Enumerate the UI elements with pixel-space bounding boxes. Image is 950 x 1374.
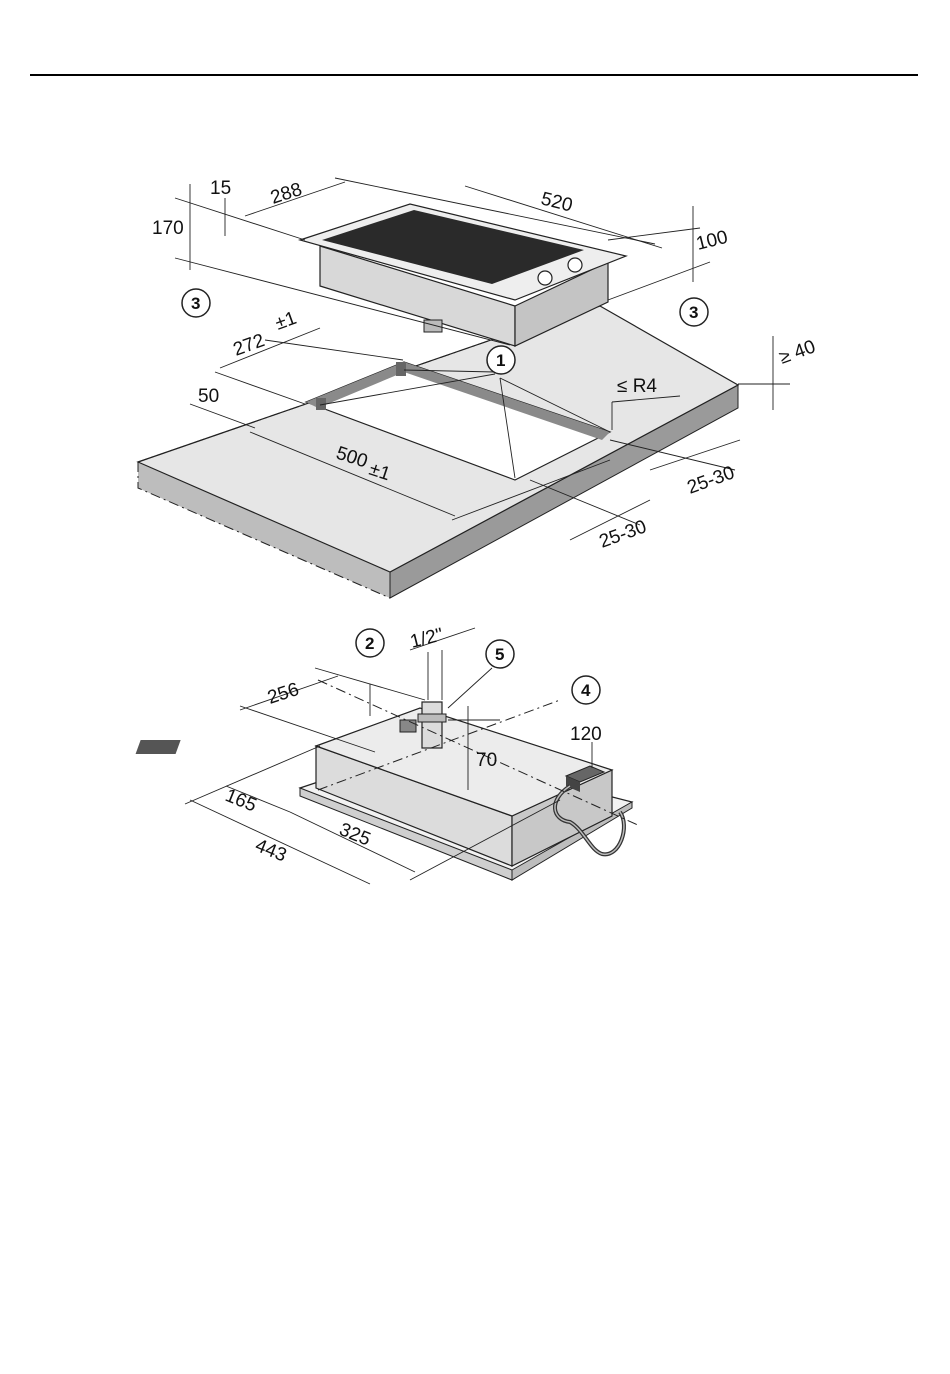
dim-443: 443	[252, 835, 289, 866]
appliance-underside-diagram	[136, 628, 640, 884]
dim-256: 256	[265, 679, 302, 709]
dim-272-tolerance: ±1	[273, 308, 300, 335]
svg-text:5: 5	[495, 645, 504, 664]
dim-half-inch: 1/2"	[408, 624, 445, 652]
dim-170: 170	[152, 218, 184, 239]
svg-text:3: 3	[191, 294, 200, 313]
dim-288: 288	[268, 179, 305, 209]
hob-knob-left	[538, 271, 552, 285]
dim-r4: ≤ R4	[617, 376, 657, 397]
worktop-diagram	[138, 178, 790, 598]
dim-520: 520	[539, 188, 575, 216]
dim-15: 15	[210, 178, 231, 199]
dim-70: 70	[476, 750, 497, 771]
hob-knob-right	[568, 258, 582, 272]
svg-text:2: 2	[365, 634, 374, 653]
callout-4: 4	[572, 676, 600, 704]
gas-connector-base	[136, 740, 181, 754]
dim-120: 120	[570, 724, 602, 745]
dim-100: 100	[694, 227, 730, 255]
callout-3-right: 3	[680, 298, 708, 326]
dim-40: ≥ 40	[777, 336, 819, 368]
svg-text:4: 4	[581, 681, 591, 700]
dim-272: 272	[231, 330, 268, 361]
dim-25-30-right: 25-30	[685, 462, 738, 498]
mounting-clip-a	[396, 362, 406, 376]
callout-1: 1	[487, 346, 515, 374]
gas-connector-pipe	[422, 702, 442, 748]
dim-25-30-front: 25-30	[597, 516, 650, 552]
hob-gas-connector	[424, 320, 442, 332]
dim-325: 325	[336, 819, 373, 850]
dim-50: 50	[198, 386, 219, 407]
svg-text:1: 1	[496, 351, 505, 370]
callout-2: 2	[356, 629, 384, 657]
dim-165: 165	[222, 785, 259, 816]
callout-3-left: 3	[182, 289, 210, 317]
svg-text:3: 3	[689, 303, 698, 322]
callout-5: 5	[486, 640, 514, 668]
